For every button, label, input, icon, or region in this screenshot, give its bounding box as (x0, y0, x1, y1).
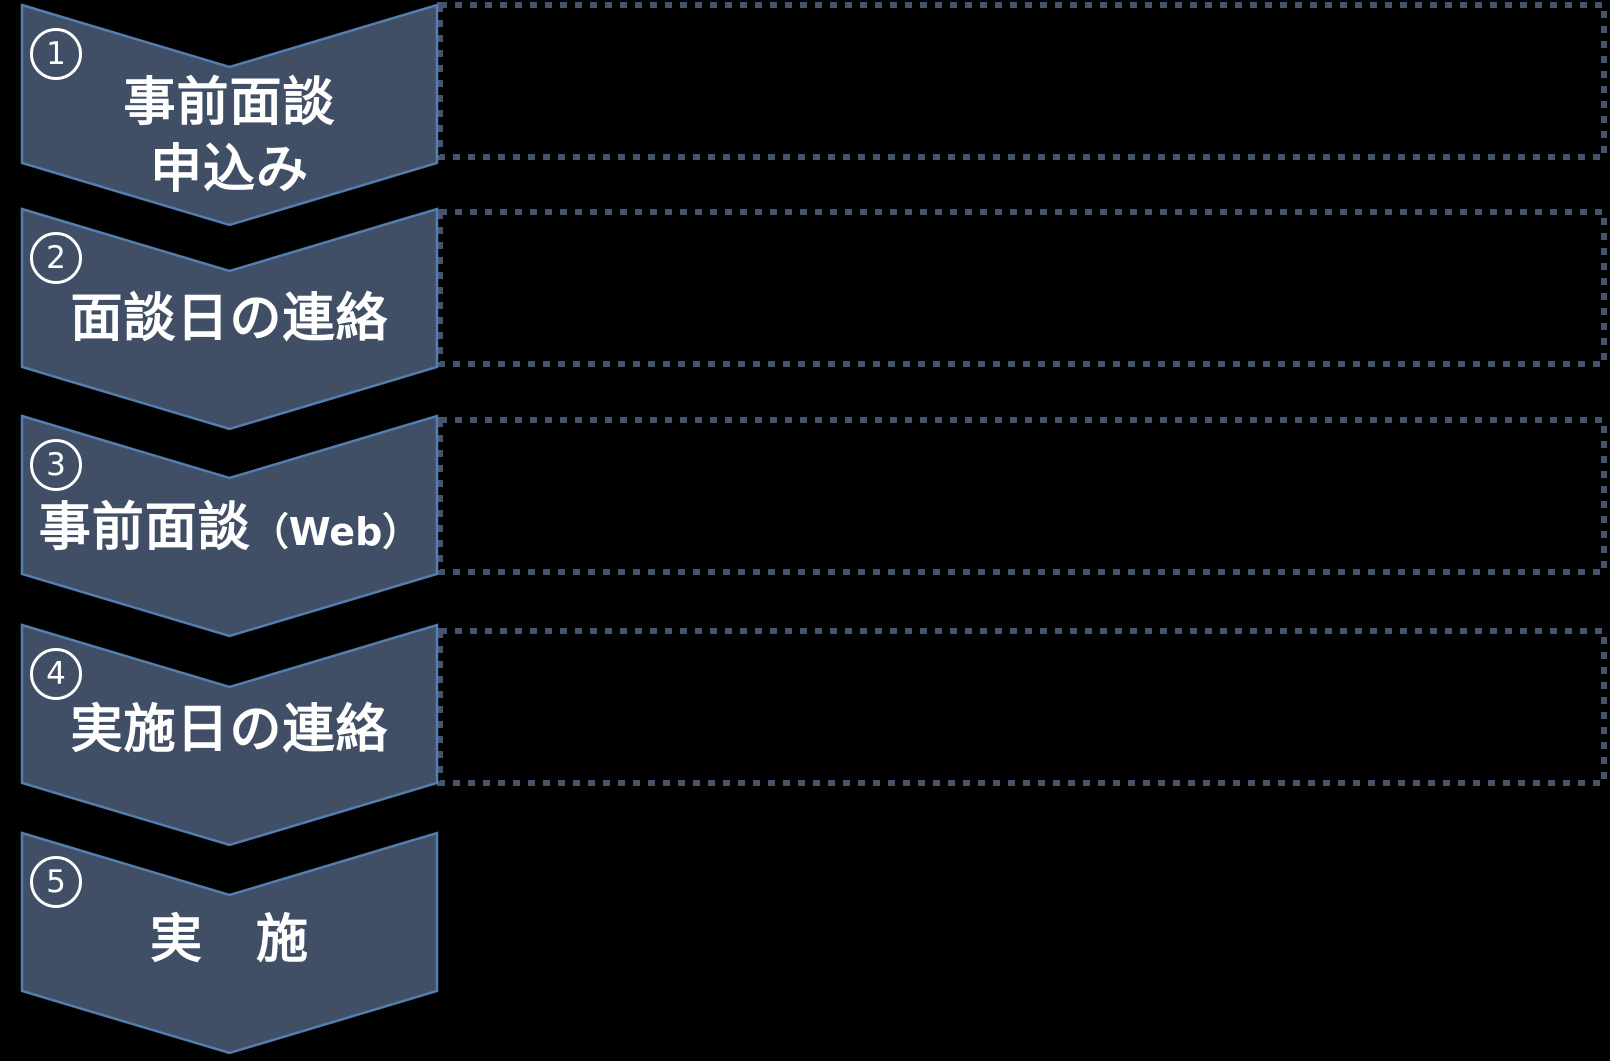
step-number-badge: 3 (30, 439, 82, 491)
flow-step-2: 2 面談日の連絡 (20, 206, 439, 432)
step-label: 面談日の連絡 (20, 286, 439, 353)
step-number-badge: 1 (30, 28, 82, 80)
chevron-down-shape (20, 3, 439, 227)
note-box-4 (437, 628, 1607, 786)
step-label-line: 実施日の連絡 (70, 700, 389, 760)
step-number: 5 (46, 863, 66, 900)
step-label: 事前面談 申込み (20, 70, 439, 204)
step-label: 実 施 (20, 907, 439, 974)
note-box-2-text (447, 219, 1597, 357)
chevron-down-shape (20, 831, 439, 1055)
note-box-3-text (447, 427, 1597, 565)
step-label-suffix: （Web） (250, 510, 421, 554)
note-box-4-text (447, 638, 1597, 776)
step-label-line: 申込み (149, 140, 309, 200)
step-label-line: 面談日の連絡 (70, 289, 389, 349)
note-box-1-text (447, 12, 1597, 150)
step-label-line: 事前面談 (123, 73, 336, 133)
step-number-badge: 5 (30, 856, 82, 908)
step-label: 実施日の連絡 (20, 697, 439, 764)
dashed-rect-border (437, 628, 1607, 786)
note-box-1 (437, 2, 1607, 160)
dashed-rect-border (437, 209, 1607, 367)
dashed-rect-border (437, 2, 1607, 160)
step-number: 1 (46, 35, 66, 72)
step-number: 3 (46, 446, 66, 483)
flow-step-1: 1 事前面談 申込み (20, 2, 439, 228)
note-box-2 (437, 209, 1607, 367)
step-number-badge: 2 (30, 232, 82, 284)
step-number: 2 (46, 239, 66, 276)
step-label: 事前面談（Web） (20, 495, 439, 566)
note-box-3 (437, 417, 1607, 575)
step-number-badge: 4 (30, 648, 82, 700)
flow-step-3: 3 事前面談（Web） (20, 413, 439, 639)
flow-step-4: 4 実施日の連絡 (20, 622, 439, 848)
step-number: 4 (46, 655, 66, 692)
flow-step-5: 5 実 施 (20, 830, 439, 1056)
chevron-down-shape (20, 207, 439, 431)
chevron-down-shape (20, 414, 439, 638)
dashed-rect-border (437, 417, 1607, 575)
step-label-line: 事前面談（Web） (38, 498, 421, 558)
chevron-down-shape (20, 623, 439, 847)
step-label-line: 実 施 (149, 910, 309, 970)
